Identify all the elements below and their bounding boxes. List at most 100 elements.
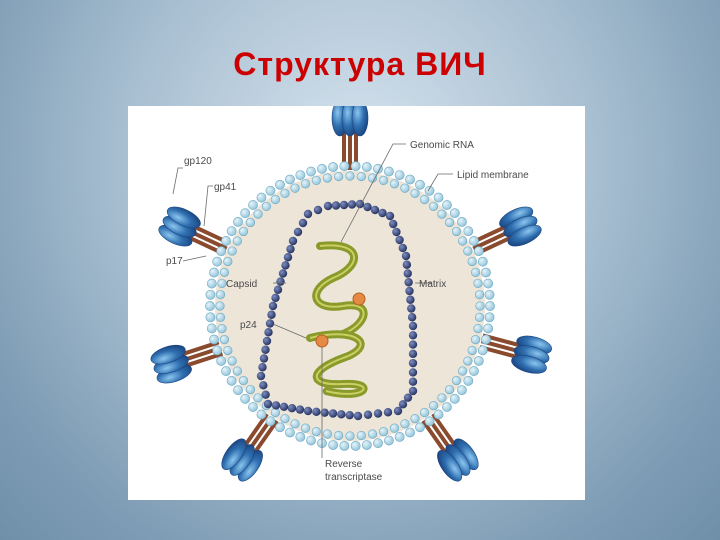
membrane-lipid-bead: [306, 435, 316, 446]
membrane-lipid-bead: [306, 166, 316, 177]
capsid-p24-bead: [263, 399, 273, 409]
capsid-p24-bead: [261, 345, 270, 354]
leader-p17: [182, 255, 207, 262]
capsid-p24-bead: [385, 211, 395, 221]
membrane-lipid-bead: [405, 427, 415, 438]
label-reverse-transcriptase-line1: Reverse: [325, 459, 363, 470]
membrane-lipid-bead: [248, 200, 258, 210]
gp41-stalk: [241, 412, 269, 450]
capsid-p24-bead: [401, 251, 411, 261]
label-reverse-transcriptase-line2: transcriptase: [325, 472, 383, 483]
gp41-stalk: [190, 223, 231, 245]
membrane-lipid-bead: [367, 429, 378, 439]
membrane-lipid-bead: [216, 246, 227, 257]
capsid-p24-bead: [279, 402, 289, 411]
membrane-lipid-bead: [223, 345, 233, 356]
membrane-lipid-bead: [245, 217, 256, 228]
membrane-lipid-bead: [433, 409, 444, 420]
capsid-p24-bead: [389, 219, 398, 229]
envelope-spike: [150, 340, 224, 384]
membrane-lipid-bead: [290, 183, 300, 193]
membrane-lipid-bead: [322, 429, 333, 439]
gp41-stalk: [474, 234, 515, 256]
membrane-lipid-bead: [428, 400, 439, 411]
membrane-lipid-bead: [216, 355, 227, 366]
membrane-lipid-bead: [245, 384, 256, 395]
membrane-lipid-bead: [206, 278, 217, 289]
membrane-lipid-bead: [463, 246, 473, 256]
membrane-lipid-bead: [285, 427, 295, 438]
capsid-p24-bead: [293, 227, 303, 237]
membrane-lipid-bead: [449, 393, 460, 404]
leader-lines: [172, 143, 453, 458]
gp41-stalk: [431, 412, 459, 450]
reverse-transcriptase-enzyme: [315, 334, 329, 348]
gp41-stalk: [342, 128, 346, 170]
gp120-lobe: [221, 438, 247, 471]
membrane-lipid-bead: [481, 334, 491, 345]
membrane-lipid-bead: [217, 278, 227, 289]
capsid-p24-bead: [303, 209, 313, 219]
membrane-lipid-bead: [219, 267, 230, 277]
membrane-lipid-bead: [373, 438, 383, 449]
capsid-p24-bead: [407, 313, 417, 322]
label-gp120: gp120: [184, 156, 212, 167]
capsid-p24-bead: [402, 260, 412, 269]
capsid-p24-bead: [320, 408, 329, 417]
capsid-p24-bead: [287, 404, 297, 413]
membrane-lipid-bead: [442, 402, 452, 412]
membrane-lipid-bead: [240, 393, 251, 404]
capsid-p24-bead: [268, 301, 278, 311]
genomic-rna-strand-upper-core: [315, 244, 365, 335]
leader-genomic-rna: [340, 143, 406, 243]
membrane-lipid-bead: [350, 161, 361, 172]
leader-gp41: [203, 185, 213, 227]
capsid-p24-bead: [312, 407, 321, 417]
membrane-lipid-bead: [473, 355, 484, 366]
hiv-structure-figure: Genomic RNA Lipid membrane gp120 gp41 p1…: [128, 106, 585, 500]
leader-gp120: [172, 167, 183, 195]
envelope-spike: [221, 412, 279, 482]
membrane-lipid-bead: [205, 301, 215, 311]
membrane-lipid-bead: [470, 335, 481, 345]
membrane-lipid-bead: [379, 426, 389, 437]
capsid-p24-bead: [337, 410, 346, 419]
membrane-lipid-bead: [300, 179, 311, 189]
membrane-lipid-bead: [473, 278, 483, 289]
label-gp41: gp41: [214, 182, 237, 193]
membrane-lipid-bead: [295, 432, 306, 442]
membrane-lipid-bead: [457, 385, 467, 396]
membrane-lipid-bead: [226, 226, 237, 237]
capsid-p24-bead: [373, 409, 383, 418]
membrane-lipid-bead: [317, 163, 327, 174]
membrane-lipid-bead: [356, 430, 366, 441]
membrane-lipid-bead: [410, 413, 420, 424]
membrane-lipid-bead: [463, 375, 474, 386]
membrane-lipid-bead: [205, 312, 216, 323]
membrane-lipid-bead: [227, 246, 237, 256]
membrane-lipid-bead: [384, 435, 394, 446]
gp41-stalk: [185, 234, 226, 256]
membrane-lipid-bead: [433, 192, 444, 203]
membrane-lipid-bead: [477, 345, 488, 356]
capsid-p24-bead: [408, 349, 418, 359]
membrane-lipid-bead: [419, 194, 430, 205]
capsid-p24-bead: [281, 261, 290, 270]
membrane-lipid-bead: [240, 208, 251, 219]
capsid-p24-bead: [370, 205, 380, 215]
capsid-p24-bead: [331, 201, 341, 210]
envelope-spike: [479, 333, 552, 374]
gp120-lobe: [437, 449, 463, 482]
capsid-p24-bead: [363, 202, 372, 212]
membrane-lipid-bead: [209, 267, 219, 278]
membrane-lipid-bead: [221, 236, 231, 246]
capsid-p24-bead: [407, 304, 416, 313]
capsid-p24-bead: [303, 406, 313, 416]
leader-lipid-membrane: [427, 173, 453, 192]
membrane-lipid-bead: [356, 171, 366, 182]
membrane-lipid-bead: [477, 256, 488, 267]
membrane-lipid-bead: [345, 171, 355, 181]
gp41-stalk: [180, 346, 222, 363]
gp41-stalk: [348, 128, 352, 170]
gp41-stalk: [178, 340, 220, 358]
